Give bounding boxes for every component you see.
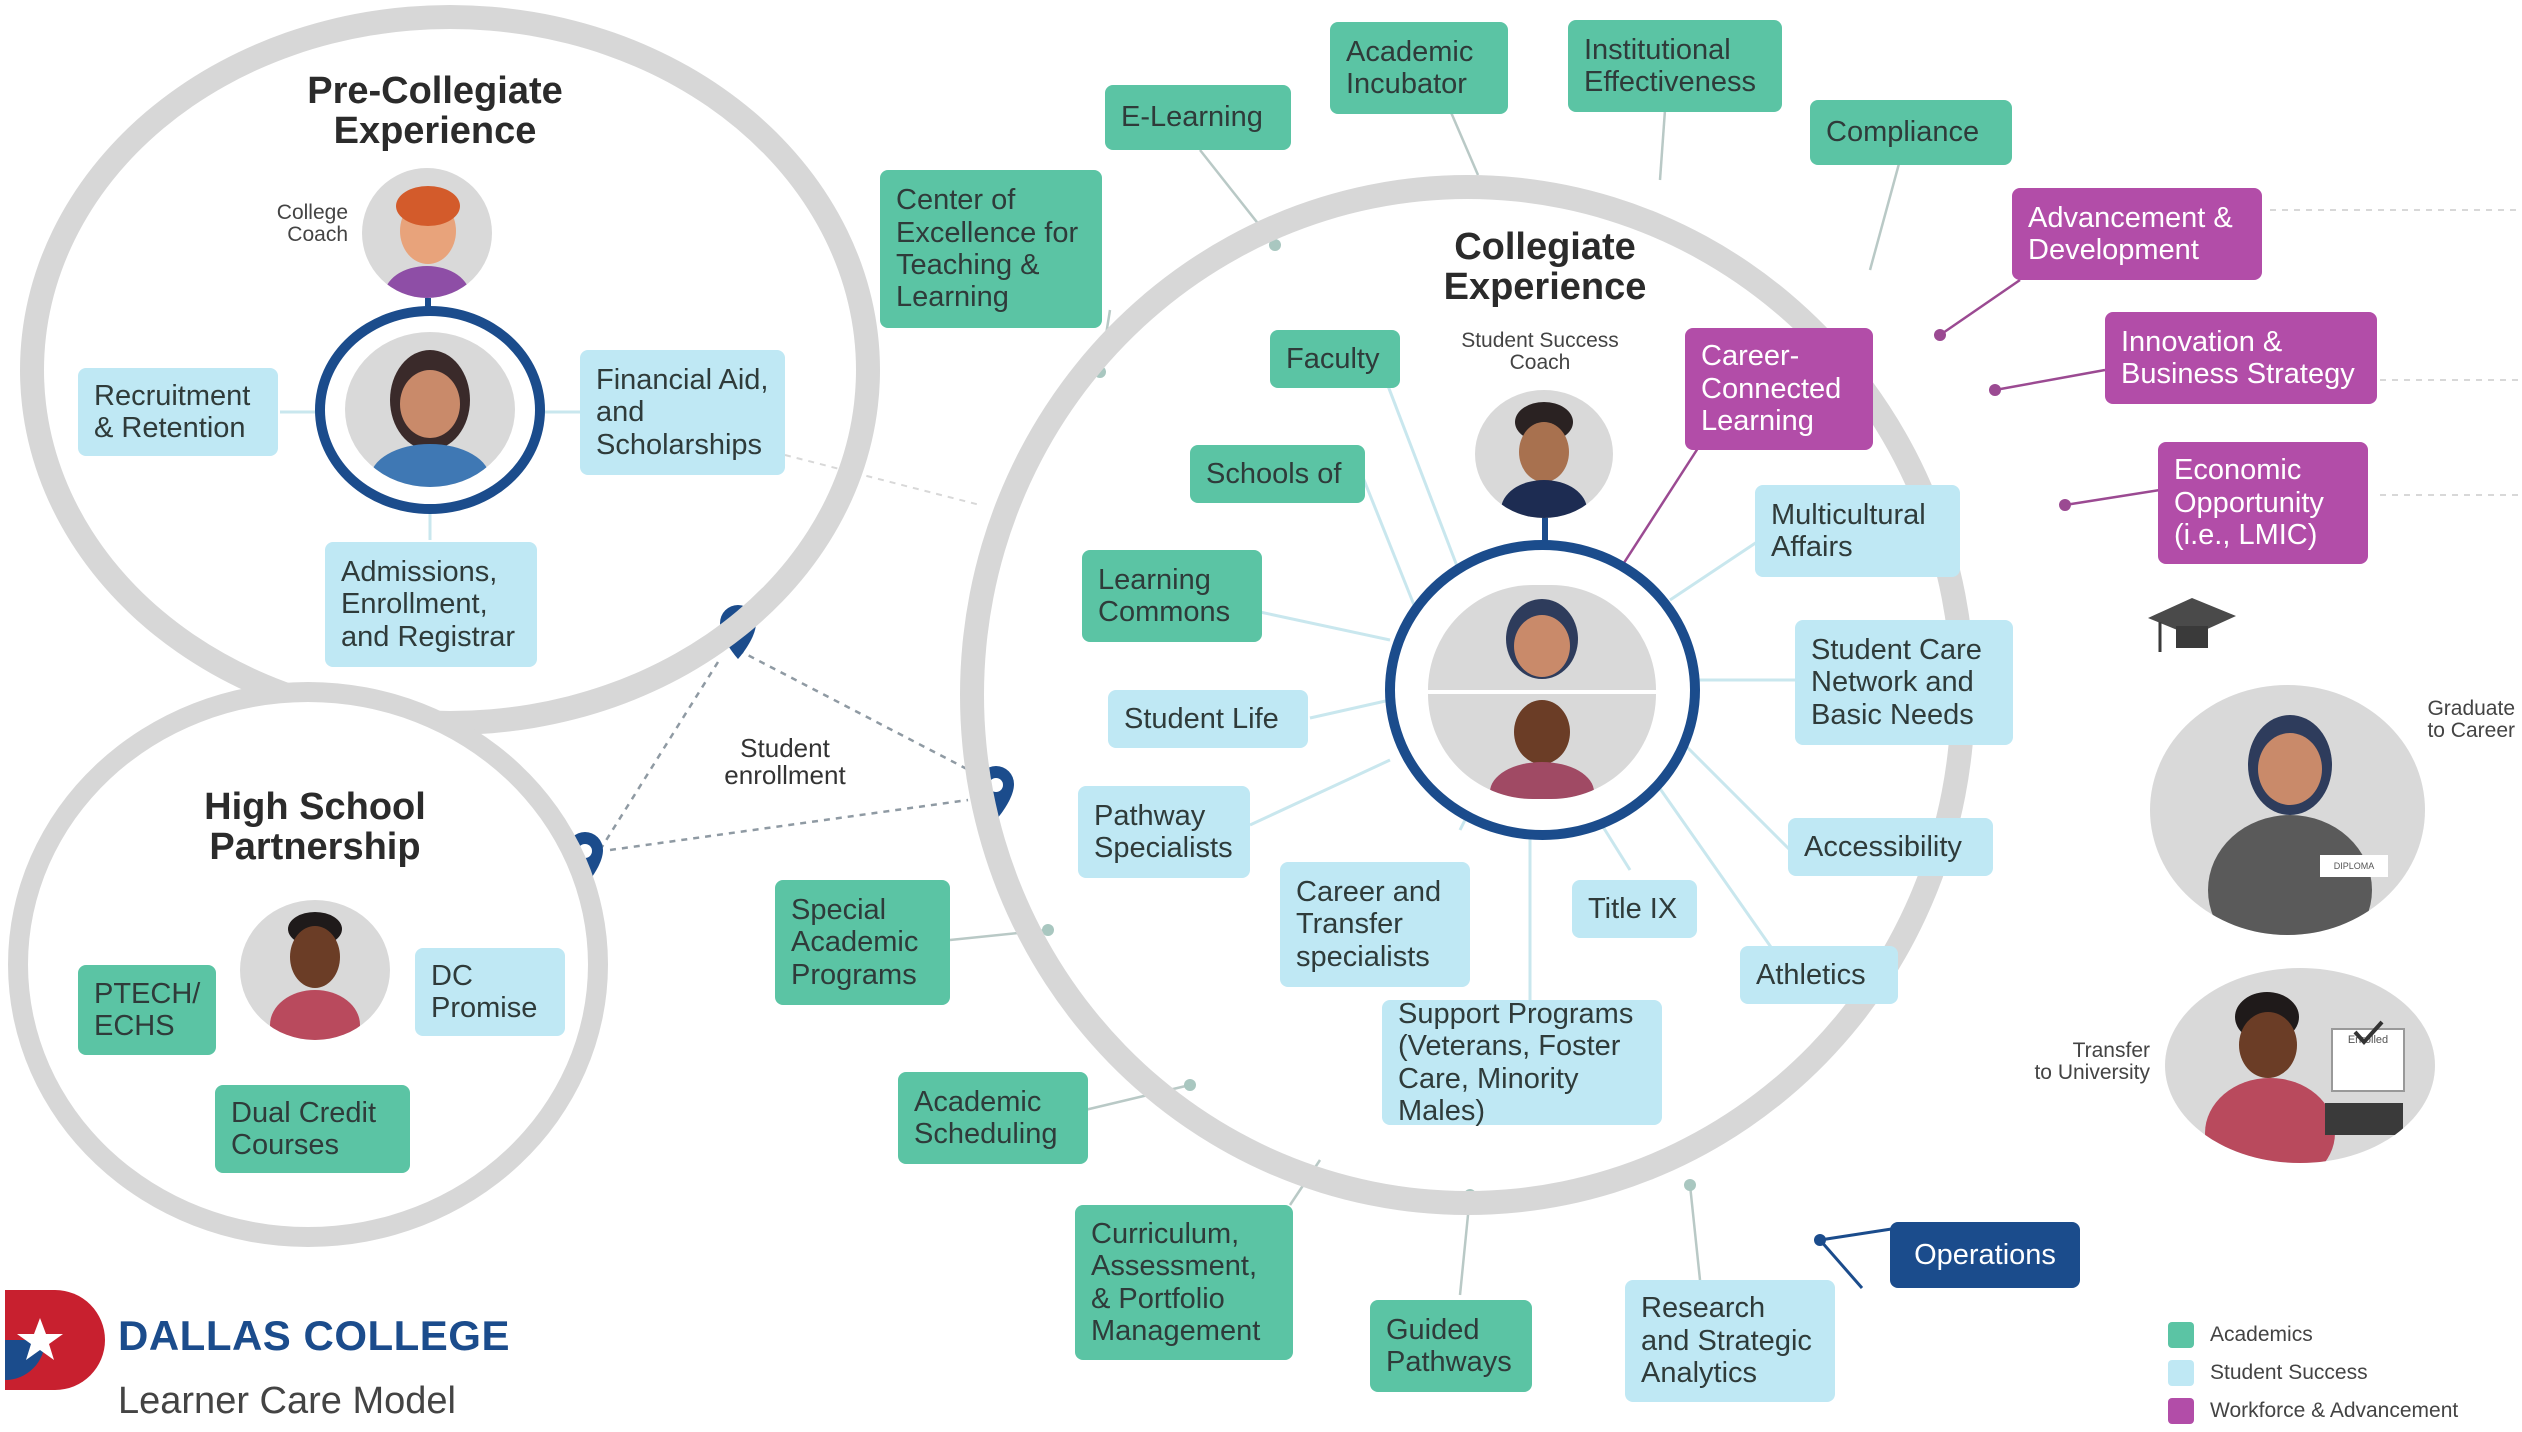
innovation-box: Innovation & Business Strategy: [2105, 312, 2377, 404]
schools-of-box: Schools of: [1190, 445, 1365, 503]
elearning-box: E-Learning: [1105, 85, 1291, 150]
student-avatar: [345, 332, 515, 487]
college-coach-avatar: [362, 168, 492, 298]
legend-workforce: Workforce & Advancement: [2168, 1398, 2458, 1424]
dc-promise-box: DC Promise: [415, 948, 565, 1036]
academic-incubator-box: Academic Incubator: [1330, 22, 1508, 114]
learning-commons-box: Learning Commons: [1082, 550, 1262, 642]
graduate-avatar: DIPLOMA: [2150, 685, 2425, 935]
legend-academics: Academics: [2168, 1322, 2313, 1348]
guided-pathways-box: Guided Pathways: [1370, 1300, 1532, 1392]
transfer-student-avatar: Enrolled: [2165, 968, 2435, 1163]
research-analytics-box: Research and Strategic Analytics: [1625, 1280, 1835, 1402]
dual-credit-box: Dual Credit Courses: [215, 1085, 410, 1173]
recruitment-retention-box: Recruitment & Retention: [78, 368, 278, 456]
logo-name: DALLAS COLLEGE: [118, 1312, 510, 1359]
center-student-avatar-bottom: [1428, 694, 1656, 799]
economic-opportunity-box: Economic Opportunity (i.e., LMIC): [2158, 442, 2368, 564]
accessibility-box: Accessibility: [1788, 818, 1993, 876]
student-life-box: Student Life: [1108, 690, 1308, 748]
career-connected-box: Career-Connected Learning: [1685, 328, 1873, 450]
admissions-box: Admissions, Enrollment, and Registrar: [325, 542, 537, 667]
diploma: DIPLOMA: [2320, 855, 2388, 877]
financial-aid-box: Financial Aid, and Scholarships: [580, 350, 785, 475]
career-transfer-box: Career and Transfer specialists: [1280, 862, 1470, 987]
compliance-box: Compliance: [1810, 100, 2012, 165]
curriculum-box: Curriculum, Assessment, & Portfolio Mana…: [1075, 1205, 1293, 1360]
support-programs-box: Support Programs (Veterans, Foster Care,…: [1382, 998, 1662, 1127]
special-academic-box: Special Academic Programs: [775, 880, 950, 1005]
logo-subtitle: Learner Care Model: [118, 1380, 456, 1422]
multicultural-box: Multicultural Affairs: [1755, 485, 1960, 577]
legend-student-success: Student Success: [2168, 1360, 2368, 1386]
academic-scheduling-box: Academic Scheduling: [898, 1072, 1088, 1164]
high-school-student-avatar: [240, 900, 390, 1040]
student-care-box: Student Care Network and Basic Needs: [1795, 620, 2013, 745]
center-excellence-box: Center of Excellence for Teaching & Lear…: [880, 170, 1102, 328]
institutional-effectiveness-box: Institutional Effectiveness: [1568, 20, 1782, 112]
operations-box: Operations: [1890, 1222, 2080, 1288]
athletics-box: Athletics: [1740, 946, 1898, 1004]
advancement-box: Advancement & Development: [2012, 188, 2262, 280]
ptech-echs-box: PTECH/ ECHS: [78, 965, 216, 1055]
title-ix-box: Title IX: [1572, 880, 1697, 938]
faculty-box: Faculty: [1270, 330, 1400, 388]
student-success-coach-avatar: [1475, 390, 1613, 518]
pathway-specialists-box: Pathway Specialists: [1078, 786, 1250, 878]
